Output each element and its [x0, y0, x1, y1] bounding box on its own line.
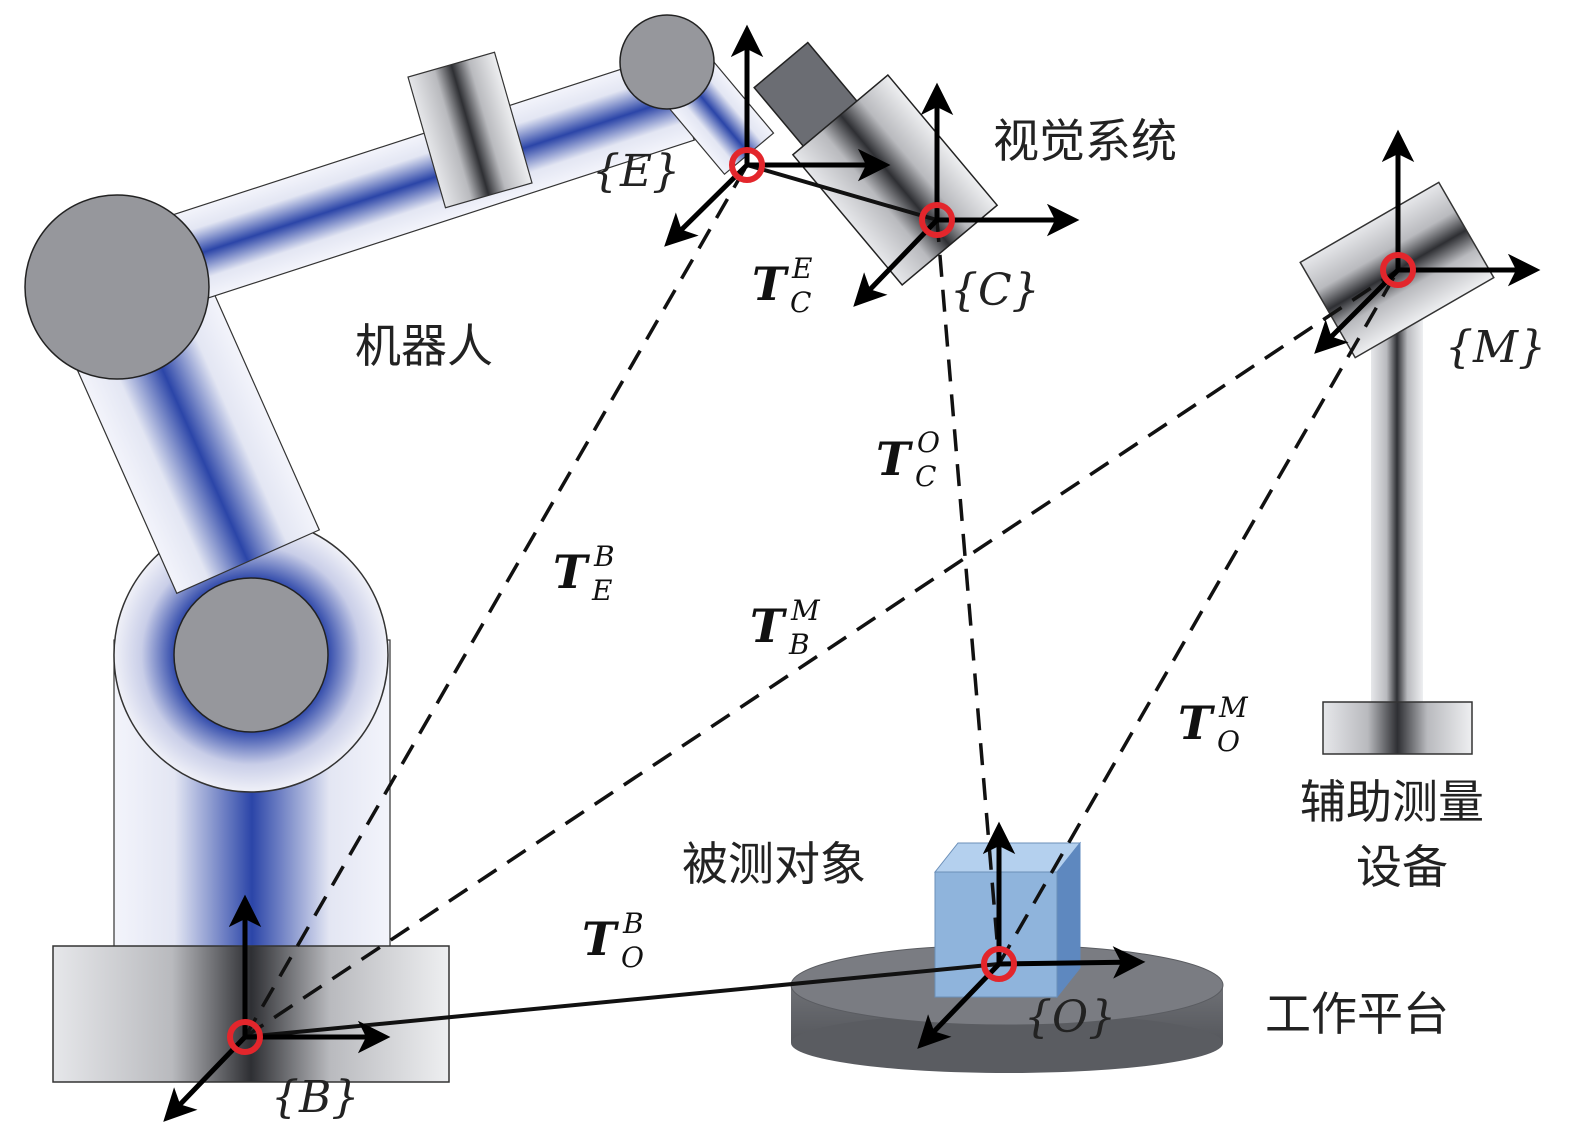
- frame-label-E: {E}: [592, 146, 680, 197]
- transform-label-T-C-O: T O C: [876, 426, 940, 493]
- svg-text:E: E: [591, 574, 612, 607]
- svg-text:C: C: [915, 460, 936, 493]
- robot-arm: [24, 14, 775, 1083]
- svg-text:T: T: [750, 599, 788, 653]
- svg-text:B: B: [622, 907, 644, 940]
- frame-O-origin: [981, 946, 1017, 982]
- robot-forearm-collar: [407, 51, 533, 209]
- label-robot: 机器人: [355, 319, 493, 373]
- aux-pole: [1371, 320, 1423, 702]
- robot-shoulder-joint: [173, 577, 329, 733]
- line-T-O-M: [997, 269, 1400, 965]
- label-aux-device-line2: 设备: [1356, 840, 1448, 894]
- svg-text:O: O: [917, 426, 940, 459]
- svg-text:B: B: [788, 628, 810, 661]
- label-vision-system: 视觉系统: [993, 114, 1177, 168]
- svg-text:M: M: [790, 594, 821, 627]
- robot-wrist-joint: [619, 14, 715, 110]
- transform-lines: [243, 163, 1400, 1039]
- robot-elbow-joint: [24, 194, 210, 380]
- frame-label-C: {C}: [950, 265, 1040, 316]
- line-T-C-E: [746, 163, 938, 222]
- frame-label-O: {O}: [1024, 992, 1116, 1043]
- svg-text:B: B: [593, 540, 615, 573]
- transform-label-T-O-M: T M O: [1178, 691, 1249, 758]
- aux-base: [1322, 701, 1473, 755]
- transform-label-T-O-B: T B O: [582, 907, 644, 974]
- robot-base-block: [52, 945, 450, 1083]
- svg-text:C: C: [790, 286, 811, 319]
- svg-text:O: O: [621, 941, 644, 974]
- transform-label-T-C-E: T E C: [752, 252, 812, 319]
- frame-E-origin: [729, 147, 765, 183]
- frame-B-axes: [163, 894, 391, 1122]
- frame-label-B: {B}: [271, 1072, 359, 1123]
- svg-text:M: M: [1218, 691, 1249, 724]
- frame-O-axes: [917, 821, 1146, 1049]
- frame-C-axes: [853, 82, 1080, 307]
- frame-B-origin: [227, 1019, 263, 1055]
- frame-C-origin: [919, 202, 955, 238]
- svg-text:T: T: [1178, 696, 1216, 750]
- svg-text:T: T: [582, 912, 620, 966]
- line-T-E-B: [243, 164, 749, 1038]
- label-work-platform: 工作平台: [1265, 987, 1449, 1041]
- label-measured-object: 被测对象: [682, 837, 866, 891]
- frame-M-axes: [1314, 129, 1541, 354]
- frame-E-axes: [664, 24, 891, 247]
- frame-label-M: {M}: [1445, 322, 1546, 373]
- svg-text:T: T: [876, 432, 914, 486]
- svg-text:T: T: [752, 257, 790, 311]
- svg-text:O: O: [1217, 725, 1240, 758]
- line-T-B-M: [244, 268, 1399, 1039]
- transform-label-T-B-M: T M B: [750, 594, 821, 661]
- line-T-C-O: [935, 219, 1001, 965]
- svg-text:T: T: [553, 545, 591, 599]
- transform-label-T-E-B: T B E: [553, 540, 615, 607]
- svg-text:E: E: [791, 252, 812, 285]
- label-aux-device-line1: 辅助测量: [1300, 775, 1484, 829]
- frame-M-origin: [1380, 252, 1416, 288]
